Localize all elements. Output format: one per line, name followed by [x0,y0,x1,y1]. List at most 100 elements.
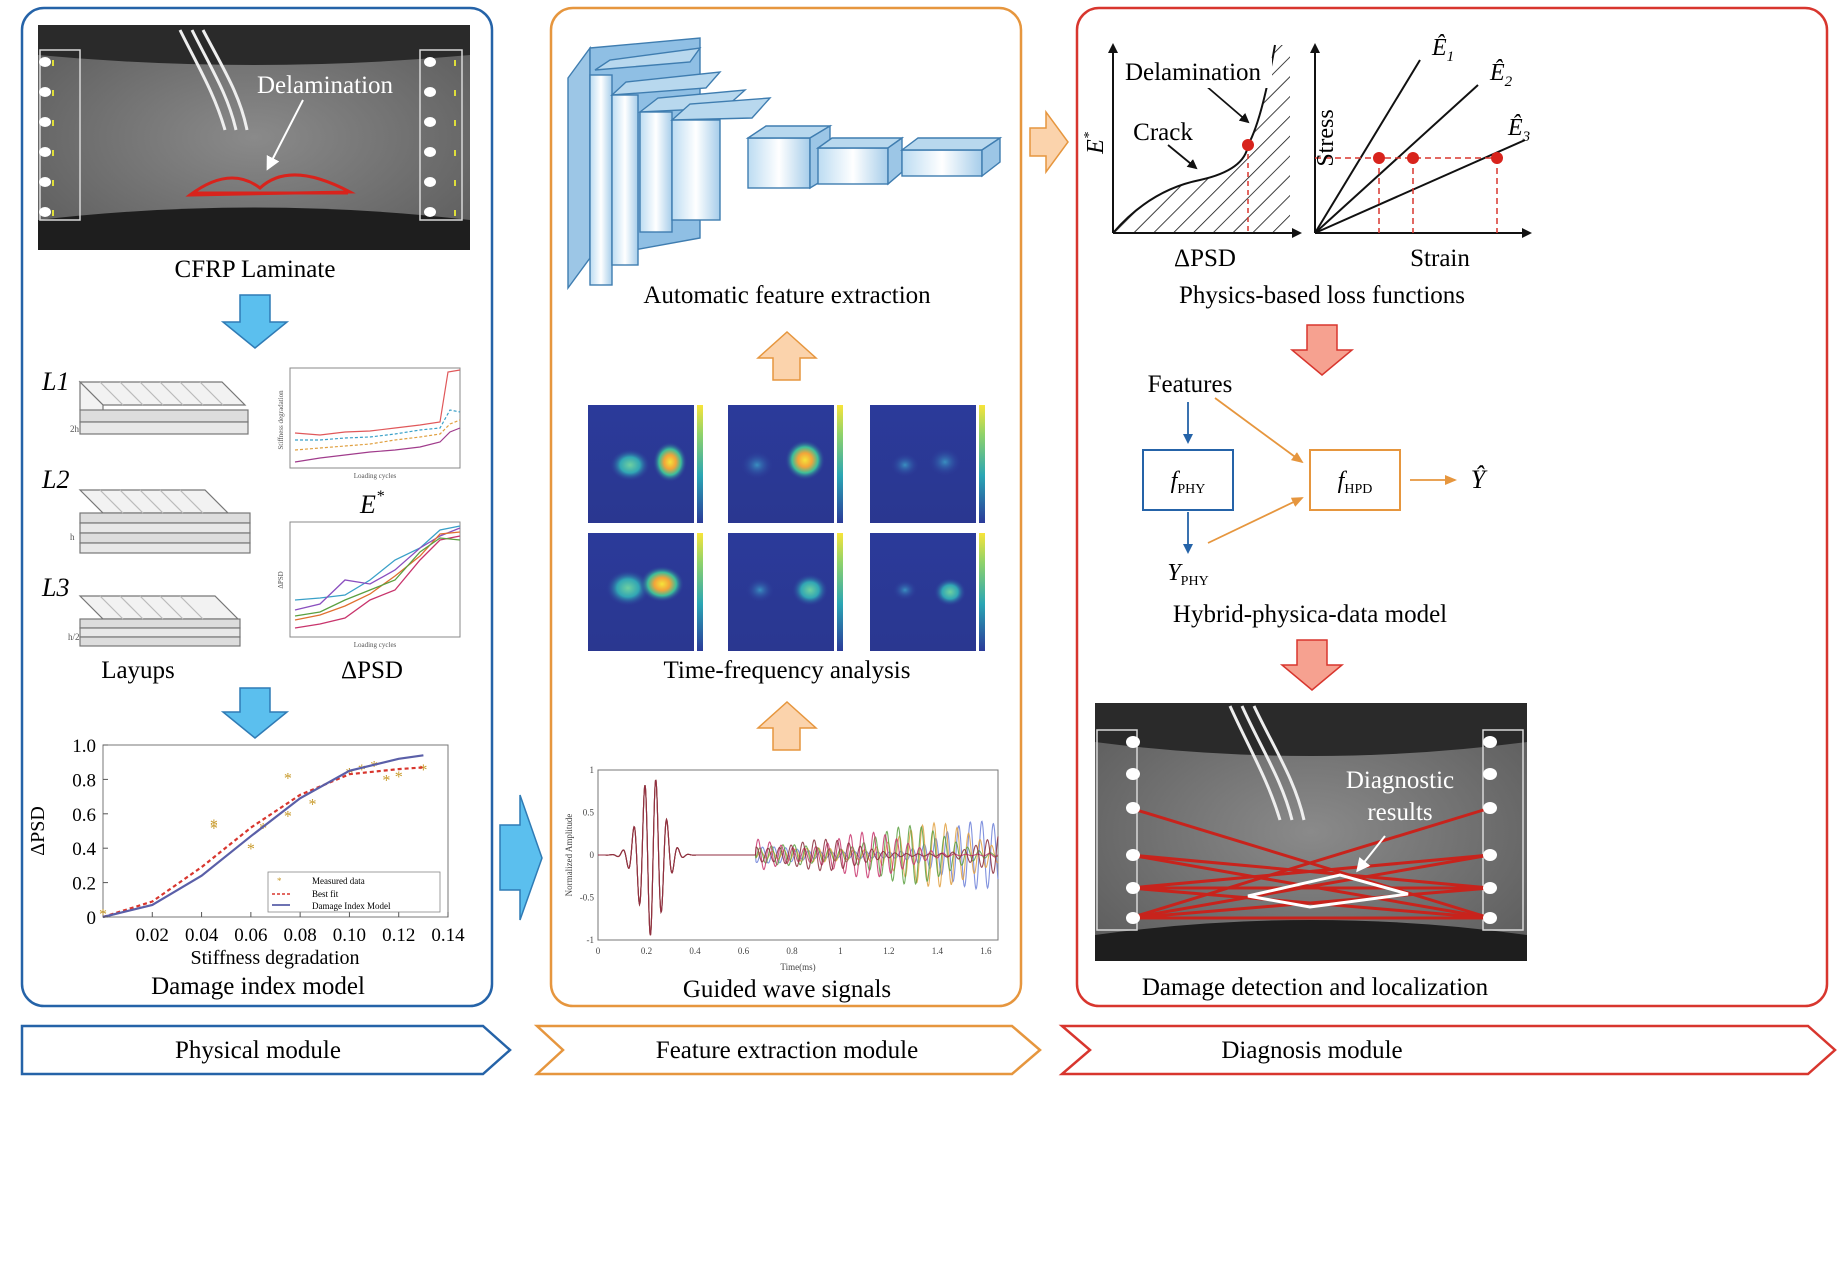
measured-point: * [370,759,378,776]
down-arrow-red-2 [1279,639,1345,691]
feature-module-panel [549,6,1023,1008]
down-arrow-blue-1 [220,294,290,349]
layups-label: Layups [101,657,175,684]
gw-x-tick-label: 1 [838,946,843,956]
layup-label-l1: L1 [41,367,69,396]
loss-functions-label: Physics-based loss functions [1179,282,1465,309]
gw-x-tick-label: 0.4 [689,946,701,956]
layup-thickness-2h: 2h [70,424,80,434]
gw-y-tick-label: 0.5 [583,808,595,818]
measured-point: * [259,821,267,838]
gw-x-tick-label: 1.6 [980,946,992,956]
diagnostic-results-line2: results [1367,799,1432,826]
e-hat-1: Ê1 [1431,35,1454,65]
gw-x-tick-label: 0.6 [738,946,750,956]
cfrp-delamination-label: Delamination [257,72,394,99]
gw-label: Guided wave signals [683,976,891,1003]
physical-module-label: Physical module [175,1037,341,1064]
measured-point: * [284,809,292,826]
cnn-label: Automatic feature extraction [643,282,931,309]
tf-map-1 [588,405,703,523]
hybrid-model-label: Hybrid-physica-data model [1173,601,1447,628]
feature-module-banner: Feature extraction module [533,1024,1042,1076]
y-hat-label: Ŷ [1471,465,1488,494]
dpsd-label: ΔPSD [341,657,403,684]
damage-x-tick-label: 0.14 [431,925,465,946]
small-chart-ylabel-bottom: ΔPSD [277,571,285,588]
fphy-label: fPHY [1171,468,1206,497]
estar-axis-label: E* [1082,132,1109,155]
small-chart-xlabel-bottom: Loading cycles [354,641,397,649]
gw-x-tick-label: 0.8 [786,946,798,956]
gw-x-tick-label: 0.2 [641,946,652,956]
damage-detect-label: Damage detection and localization [1142,974,1489,1001]
layup-label-l2: L2 [41,465,69,494]
layup-thickness-h: h [70,532,75,542]
critical-point [1242,139,1254,151]
layup-label-l3: L3 [41,573,69,602]
small-stiffness-chart: Loading cycles Stiffness degradation [277,367,461,480]
measured-point: * [419,762,427,779]
measured-point: * [210,817,218,834]
tf-map-4 [588,533,703,651]
measured-point: * [358,762,366,779]
e2-point [1407,152,1419,164]
damage-index-label: Damage index model [151,973,365,1000]
layup-thickness-h2: h/2 [68,632,80,642]
diagnosis-module-panel [1075,6,1829,1008]
gw-chart-ylabel: Normalized Amplitude [564,814,574,897]
damage-chart-plot: ************** [99,754,427,924]
physical-module-panel [20,6,494,1008]
tf-map-3 [870,405,985,523]
damage-x-tick-label: 0.10 [333,925,366,946]
gw-trace-maroon [598,779,999,936]
feature-module-label: Feature extraction module [656,1037,918,1064]
measured-point: * [247,841,255,858]
diagnosis-module-label: Diagnosis module [1221,1037,1402,1064]
fphy-box [1142,449,1234,511]
e1-point [1373,152,1385,164]
damage-x-tick-label: 0.12 [382,925,415,946]
stress-strain-plot [1310,43,1532,238]
e-hat-2: Ê2 [1489,60,1513,90]
gw-chart-plot [598,779,999,936]
legend-bestfit: Best fit [312,889,339,899]
e-hat-3: Ê3 [1507,115,1530,145]
diagnosis-module-banner: Diagnosis module [1058,1024,1837,1076]
damage-y-tick-label: 0.2 [72,874,96,895]
damage-y-tick-label: 1.0 [72,736,96,757]
gw-y-tick-label: 0 [590,850,595,860]
tf-map-2 [728,405,843,523]
damage-index-model-line [102,754,424,919]
damage-y-tick-label: 0.4 [72,839,96,860]
damage-x-tick-label: 0.06 [234,925,267,946]
strain-axis-label: Strain [1410,245,1470,272]
measured-point: * [382,772,390,789]
damage-x-tick-label: 0.02 [136,925,169,946]
measured-point: * [99,907,107,924]
tf-map-5 [728,533,843,651]
legend-measured: Measured data [312,876,365,886]
gw-y-tick-label: -1 [587,935,595,945]
down-arrow-red-1 [1289,324,1355,376]
gw-y-tick-label: 1 [590,765,595,775]
damage-chart-ylabel: ΔPSD [27,806,49,856]
diagnostic-results-line1: Diagnostic [1346,767,1454,794]
damage-x-tick-label: 0.04 [185,925,219,946]
small-chart-xlabel-top: Loading cycles [354,472,397,480]
small-chart-ylabel-top: Stiffness degradation [277,390,285,450]
e3-point [1491,152,1503,164]
legend-dim: Damage Index Model [312,901,391,911]
e-star-label: E* [359,488,384,519]
tf-map-6 [870,533,985,651]
down-arrow-blue-2 [220,687,290,739]
measured-point: * [210,821,218,838]
cfrp-laminate-label: CFRP Laminate [175,256,336,283]
fhpd-label: fHPD [1338,468,1373,497]
gw-x-tick-label: 1.2 [883,946,894,956]
dpsd-axis-label: ΔPSD [1174,245,1236,272]
